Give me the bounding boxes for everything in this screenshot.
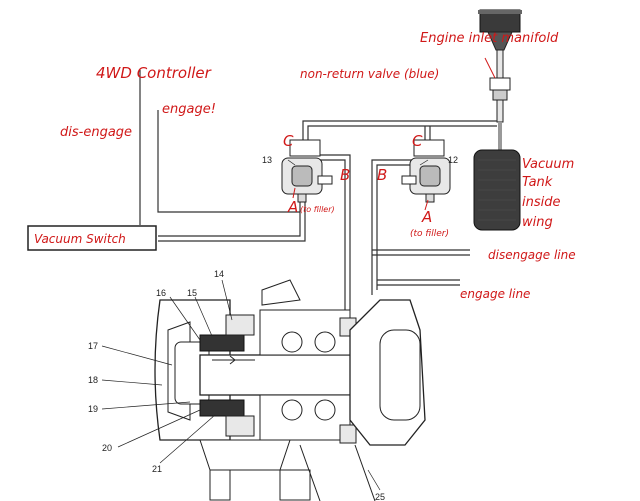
part-number: 16 (156, 288, 166, 298)
non-return-valve (489, 77, 511, 123)
port-b-left-label: B (340, 166, 350, 184)
port-a-right-label: A (421, 208, 432, 226)
vacuum-tank-label-line3: inside (522, 195, 561, 210)
solenoid-valve-left (281, 139, 333, 203)
part-number: 25 (375, 492, 385, 501)
non-return-valve-label: non-return valve (blue) (300, 67, 439, 81)
disengage-line-label: disengage line (488, 248, 576, 262)
vacuum-tank (473, 122, 521, 231)
part-number: 17 (88, 341, 98, 351)
part-number: 14 (214, 269, 224, 279)
part-number: 19 (88, 404, 98, 414)
to-filler-right-label: (to filler) (410, 229, 449, 239)
part-number: 12 (448, 155, 458, 165)
part-number: 15 (187, 288, 197, 298)
to-filler-left-label: (to filler) (300, 205, 335, 214)
port-c-left-label: C (283, 132, 294, 150)
engage-label: engage! (162, 102, 216, 117)
part-number: 21 (152, 464, 162, 474)
engine-inlet-manifold-label: Engine inlet manifold (420, 31, 559, 46)
vacuum-switch-box (27, 225, 157, 251)
vacuum-tank-label-line2: Tank (522, 175, 553, 190)
annotations: Engine inlet manifold non-return valve (… (34, 31, 576, 301)
part-number-leaders (101, 159, 429, 491)
controller-label: 4WD Controller (96, 64, 212, 82)
part-number: 13 (262, 155, 272, 165)
vacuum-pipes (139, 70, 497, 310)
solenoid-valve-right (401, 139, 451, 203)
port-c-right-label: C (412, 132, 423, 150)
freewheel-hub-assembly (154, 279, 426, 501)
engage-line-label: engage line (460, 287, 530, 301)
engine-inlet-manifold (478, 9, 522, 79)
part-number: 18 (88, 375, 98, 385)
port-a-left-label: A (287, 198, 298, 216)
part-numbers: 13 12 14 15 16 17 18 19 20 21 25 (88, 155, 458, 501)
vacuum-tank-label-line4: wing (522, 215, 553, 230)
vacuum-switch-label: Vacuum Switch (34, 232, 126, 246)
port-b-right-label: B (377, 166, 387, 184)
vacuum-tank-label-line1: Vacuum (522, 157, 574, 172)
part-number: 20 (102, 443, 112, 453)
disengage-label: dis-engage (60, 125, 132, 140)
